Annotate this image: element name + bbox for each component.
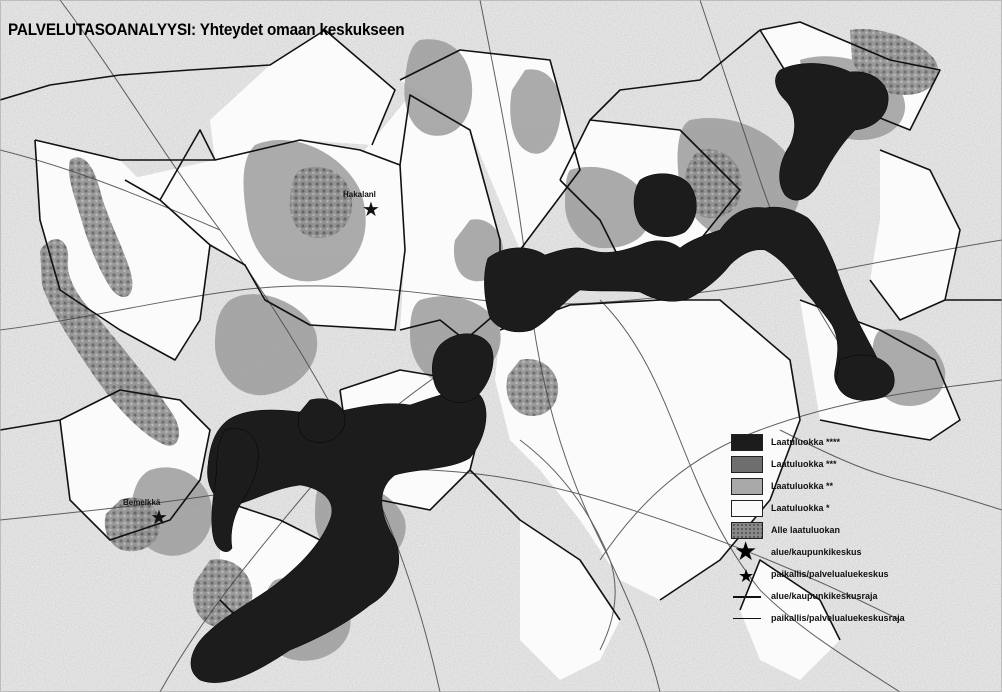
legend-label: paikallis/palvelualuekeskus <box>771 569 889 579</box>
legend-label: paikallis/palvelualuekeskusraja <box>771 613 905 623</box>
legend-label: Laatuluokka **** <box>771 437 841 447</box>
legend-label: alue/kaupunkikeskus <box>771 547 862 557</box>
legend-swatch <box>731 434 763 451</box>
map-title: PALVELUTASOANALYYSI: Yhteydet omaan kesk… <box>8 20 405 39</box>
place-label-hakalanl: Hakalanl <box>343 190 376 199</box>
legend-item-regional-centre-boundary: alue/kaupunkikeskusraja <box>727 586 967 608</box>
legend-swatch <box>731 500 763 517</box>
legend-item-quality-class-3: Laatuluokka *** <box>727 454 967 476</box>
small-star-icon: ★ <box>738 566 755 586</box>
legend-swatch <box>731 456 763 473</box>
legend-item-below-quality-class: Alle laatuluokan <box>727 520 967 542</box>
legend-item-local-centre-boundary: paikallis/palvelualuekeskusraja <box>727 608 967 630</box>
local-centre-star-icon: ★ <box>150 507 168 529</box>
legend-item-quality-class-1: Laatuluokka * <box>727 498 967 520</box>
legend-swatch <box>731 478 763 495</box>
large-star-icon: ★ <box>734 536 758 566</box>
legend-item-local-centre: ★ paikallis/palvelualuekeskus <box>727 564 967 586</box>
local-centre-star-icon: ★ <box>362 199 380 221</box>
legend-label: Alle laatuluokan <box>771 525 841 535</box>
legend-item-quality-class-2: Laatuluokka ** <box>727 476 967 498</box>
legend-label: Laatuluokka *** <box>771 459 837 469</box>
place-label-bemelkka: Bemelkkä <box>123 498 161 507</box>
legend-label: alue/kaupunkikeskusraja <box>771 591 878 601</box>
legend-label: Laatuluokka * <box>771 503 830 513</box>
legend-swatch <box>731 522 763 539</box>
quality-zone-darkest <box>190 63 895 683</box>
thin-line-icon <box>733 618 761 619</box>
legend-item-regional-centre: ★ alue/kaupunkikeskus <box>727 536 967 566</box>
legend-label: Laatuluokka ** <box>771 481 834 491</box>
thick-line-icon <box>733 596 761 598</box>
map-legend: Laatuluokka **** Laatuluokka *** Laatulu… <box>727 432 967 630</box>
legend-item-quality-class-4: Laatuluokka **** <box>727 432 967 454</box>
